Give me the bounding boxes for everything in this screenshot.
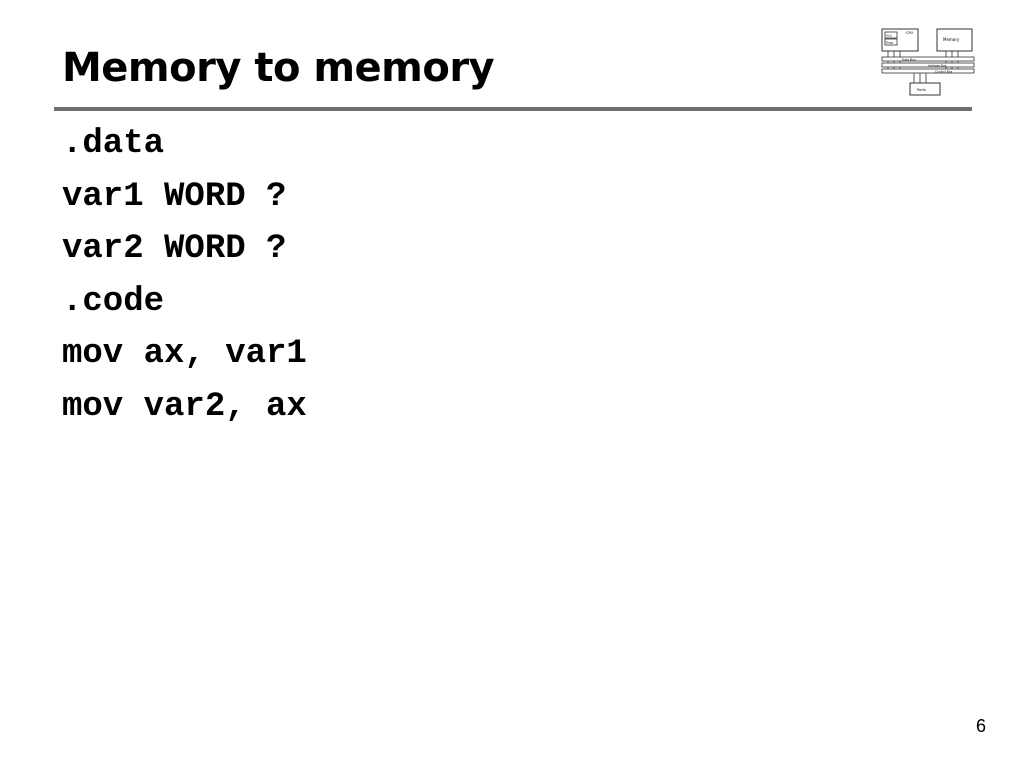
page-number: 6: [975, 716, 986, 736]
code-line: var2 WORD ?: [62, 230, 287, 268]
code-line: .data: [62, 125, 165, 163]
computer-architecture-diagram-icon: CPU ALU Regs Memory Data Bus Address Bus…: [880, 27, 976, 97]
title-divider: [54, 107, 972, 111]
memory-label: Memory: [943, 37, 960, 42]
alu-label: ALU: [886, 34, 892, 38]
code-line: mov var2, ax: [62, 387, 307, 426]
code-line: var1 WORD ?: [62, 177, 287, 216]
code-line: .code: [62, 282, 165, 321]
control-bus-label: Control Bus: [935, 69, 953, 73]
code-line: mov ax, var1: [62, 335, 307, 373]
slide-title: Memory to memory: [62, 45, 495, 91]
registers-label: Regs: [886, 41, 894, 45]
data-bus-label: Data Bus: [902, 57, 916, 61]
code-block: .data var1 WORD ? var2 WORD ? .code mov …: [62, 122, 307, 437]
ports-label: Ports: [917, 88, 926, 92]
cpu-label: CPU: [906, 31, 914, 35]
address-bus-label: Address Bus: [928, 63, 947, 67]
